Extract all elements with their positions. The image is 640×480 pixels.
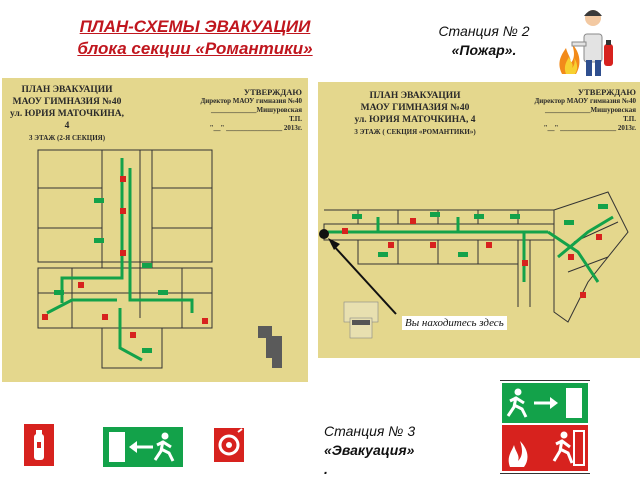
floor-plan-left [37, 149, 282, 369]
sign-divider [500, 380, 590, 381]
firefighter-icon [559, 10, 613, 76]
approval-date: "__" ________________ 2013г. [543, 124, 636, 132]
plan-left-title-line: ул. ЮРИЯ МАТОЧКИНА, 4 [10, 109, 124, 131]
sign-divider [500, 473, 590, 474]
station-3-label: Станция № 3 «Эвакуация» . [324, 422, 454, 479]
title-line-1: ПЛАН-СХЕМЫ ЭВАКУАЦИИ [79, 17, 311, 36]
plan-right-title-line: МАОУ ГИМНАЗИЯ №40 [360, 103, 470, 113]
plan-right-floor: 3 ЭТАЖ ( СЕКЦИЯ «РОМАНТИКИ») [354, 128, 476, 136]
plan-right-title-line: ул. ЮРИЯ МАТОЧКИНА, 4 [354, 115, 476, 125]
floor-plan-right [319, 191, 629, 339]
title-line-2: блока секции «Романтики» [77, 39, 313, 58]
plan-left-approval: УТВЕРЖДАЮ Директор МАОУ гимназия №40 ___… [198, 88, 302, 133]
approval-date: "__" ________________ 2013г. [209, 124, 302, 132]
plan-right-title-line: ПЛАН ЭВАКУАЦИИ [369, 91, 461, 101]
exit-arrow-icon [103, 427, 183, 467]
plan-left-title: ПЛАН ЭВАКУАЦИИ МАОУ ГИМНАЗИЯ №40 ул. ЮРИ… [8, 84, 126, 144]
emergency-exit-sign-icon [502, 383, 588, 423]
plan-right-approval: УТВЕРЖДАЮ Директор МАОУ гимназия №40 ___… [532, 88, 636, 133]
station-2-label: Станция № 2 «Пожар». [422, 22, 546, 60]
plan-left-title-line: МАОУ ГИМНАЗИЯ №40 [12, 97, 122, 107]
station-3-number: Станция № 3 [324, 423, 416, 439]
fire-alarm-icon [214, 428, 244, 462]
fire-extinguisher-icon [24, 424, 54, 466]
evacuation-plan-left: ПЛАН ЭВАКУАЦИИ МАОУ ГИМНАЗИЯ №40 ул. ЮРИ… [2, 78, 308, 382]
approval-name: _____________Мишуровская Т.П. [211, 106, 302, 123]
station-2-number: Станция № 2 [438, 23, 530, 39]
approval-heading: УТВЕРЖДАЮ [577, 87, 636, 97]
station-3-tail: . [324, 461, 328, 477]
plan-left-floor: 3 ЭТАЖ (2-Я СЕКЦИЯ) [28, 134, 106, 142]
approval-position: Директор МАОУ гимназия №40 [200, 97, 302, 105]
station-2-name: «Пожар». [451, 42, 517, 58]
approval-name: _____________Мишуровская Т.П. [545, 106, 636, 123]
fire-escape-sign-icon [502, 425, 588, 471]
page-title: ПЛАН-СХЕМЫ ЭВАКУАЦИИ блока секции «Роман… [30, 16, 360, 60]
you-are-here-label: Вы находитесь здесь [402, 316, 507, 330]
plan-left-title-line: ПЛАН ЭВАКУАЦИИ [21, 85, 113, 95]
evacuation-plan-right: ПЛАН ЭВАКУАЦИИ МАОУ ГИМНАЗИЯ №40 ул. ЮРИ… [318, 82, 640, 358]
plan-right-title: ПЛАН ЭВАКУАЦИИ МАОУ ГИМНАЗИЯ №40 ул. ЮРИ… [340, 90, 490, 138]
approval-heading: УТВЕРЖДАЮ [243, 87, 302, 97]
station-3-name: «Эвакуация» [324, 442, 415, 458]
approval-position: Директор МАОУ гимназия №40 [534, 97, 636, 105]
